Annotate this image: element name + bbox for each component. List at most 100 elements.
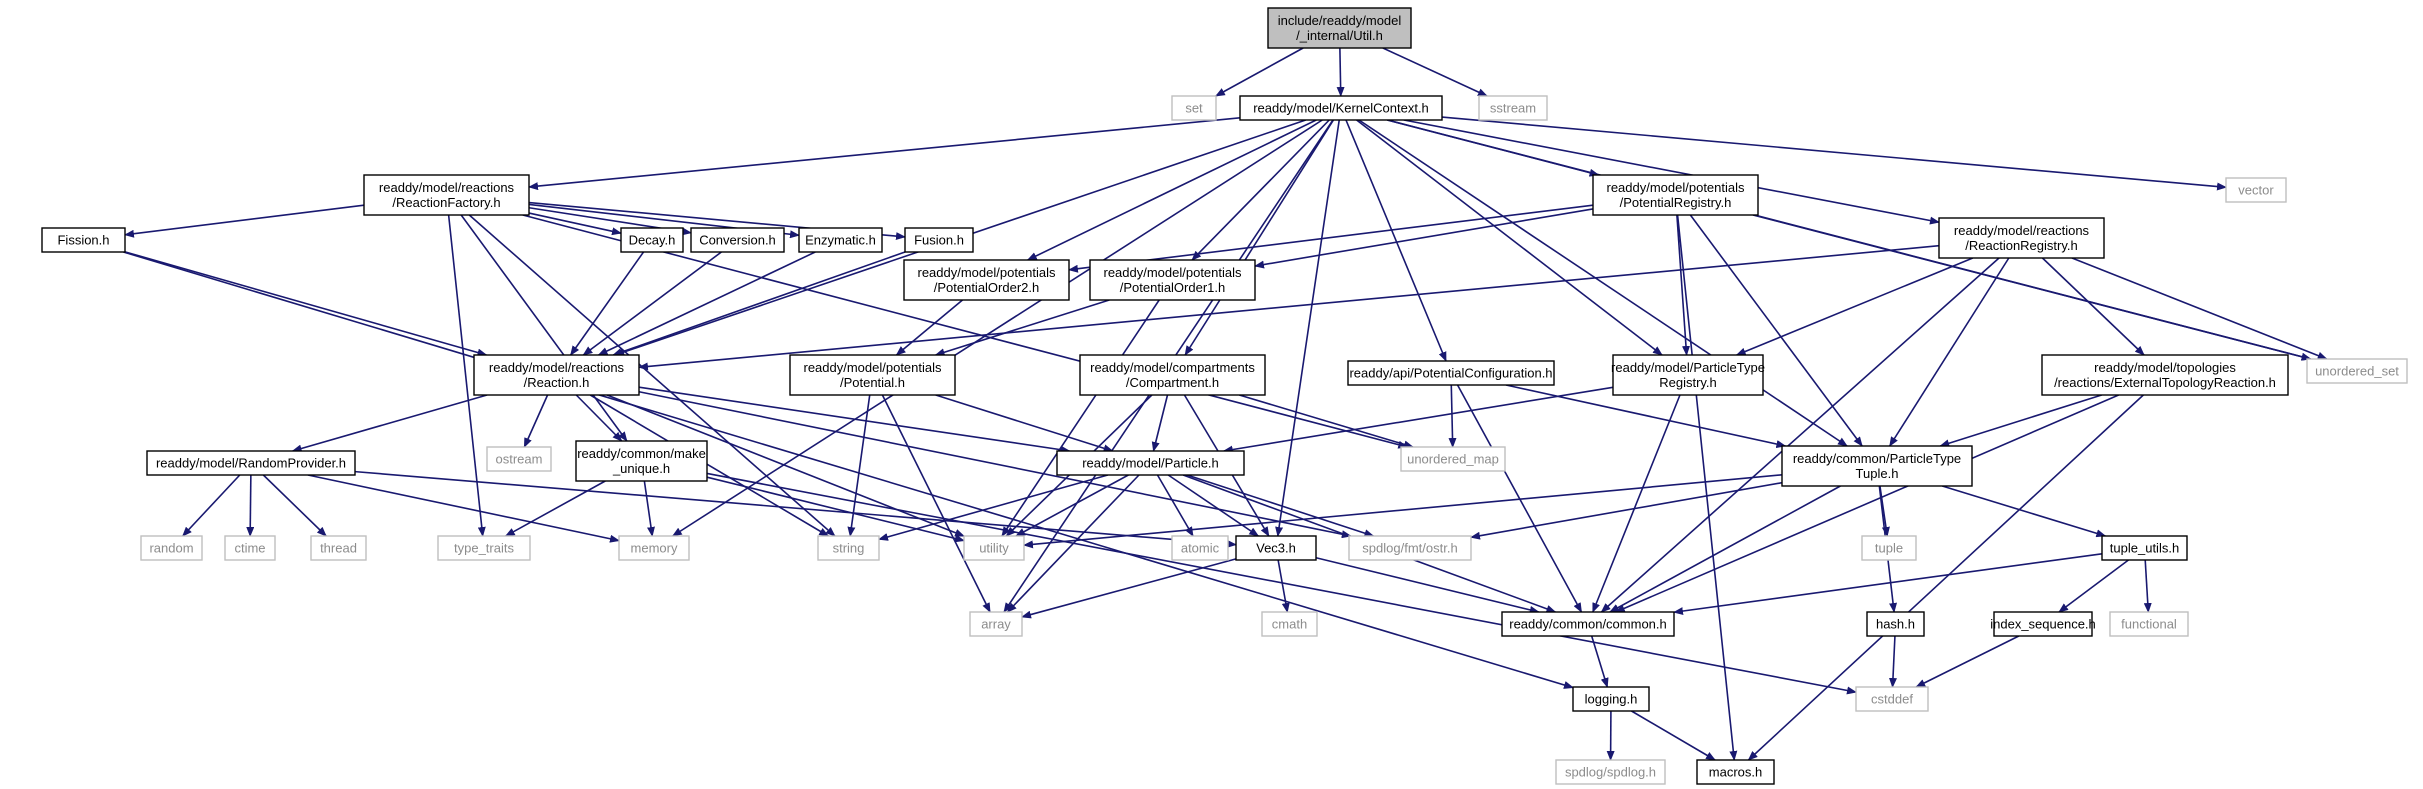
edge-potconf-to-umap	[1448, 384, 1457, 448]
edge-ptt-to-common	[1609, 485, 1841, 613]
edge-reaction-to-utility	[606, 394, 965, 537]
edge-kc-to-vector	[1441, 116, 2227, 191]
edge-kc-to-ptr	[1356, 119, 1663, 356]
node-label: array	[981, 617, 1011, 632]
edge-vec3-to-array	[1021, 558, 1237, 619]
edge-makeunique-to-utility	[706, 476, 965, 543]
node-set: set	[1171, 95, 1217, 121]
node-hash[interactable]: hash.h	[1866, 611, 1925, 637]
node-box	[1555, 759, 1666, 785]
node-label: readdy/model/reactions	[379, 180, 515, 195]
node-label: logging.h	[1585, 692, 1638, 707]
node-fission[interactable]: Fission.h	[41, 227, 126, 253]
edge-logging-to-macros	[1631, 710, 1716, 761]
node-common[interactable]: readdy/common/common.h	[1501, 611, 1675, 637]
node-etr[interactable]: readdy/model/topologies/reactions/Extern…	[2041, 354, 2289, 396]
node-utility: utility	[963, 535, 1025, 561]
node-box	[1861, 535, 1917, 561]
edge-fusion-to-reaction	[612, 251, 906, 356]
edge-pr-to-uset	[1752, 214, 2312, 361]
node-label: /PotentialRegistry.h	[1620, 195, 1732, 210]
edge-etr-to-common	[1614, 394, 2119, 613]
edge-kc-to-vec3	[1275, 119, 1341, 537]
node-potential[interactable]: readdy/model/potentials/Potential.h	[789, 354, 956, 396]
node-vec3[interactable]: Vec3.h	[1235, 535, 1317, 561]
node-rf[interactable]: readdy/model/reactions/ReactionFactory.h	[363, 174, 530, 216]
node-indexseq[interactable]: index_sequence.h	[1990, 611, 2096, 637]
node-box	[1235, 535, 1317, 561]
node-label: /Potential.h	[840, 375, 905, 390]
edge-common-to-logging	[1590, 635, 1609, 688]
node-label: readdy/api/PotentialConfiguration.h	[1349, 366, 1552, 381]
node-label: hash.h	[1876, 617, 1915, 632]
node-box	[690, 227, 785, 253]
node-label: tuple	[1875, 541, 1903, 556]
node-box	[904, 227, 974, 253]
node-box	[2306, 358, 2408, 384]
edge-makeunique-to-memory	[643, 480, 655, 537]
node-rr[interactable]: readdy/model/reactions/ReactionRegistry.…	[1938, 217, 2105, 259]
edge-util-to-kc	[1336, 47, 1345, 97]
node-compartment[interactable]: readdy/model/compartments/Compartment.h	[1079, 354, 1266, 396]
node-box	[224, 535, 276, 561]
node-box	[1993, 611, 2093, 637]
node-enzymatic[interactable]: Enzymatic.h	[798, 227, 883, 253]
node-decay[interactable]: Decay.h	[620, 227, 684, 253]
node-label: vector	[2238, 183, 2274, 198]
node-label: random	[149, 541, 193, 556]
edge-rr-to-etr	[2041, 257, 2145, 356]
edge-kc-to-po1	[1191, 119, 1330, 261]
edge-particle-to-vec3	[1167, 474, 1260, 537]
node-box	[473, 354, 640, 396]
edge-tupleutils-to-indexseq	[2058, 559, 2129, 613]
node-potconf[interactable]: readdy/api/PotentialConfiguration.h	[1347, 360, 1555, 386]
node-conversion[interactable]: Conversion.h	[690, 227, 785, 253]
edge-rf-to-fission	[124, 204, 365, 238]
edge-fission-to-reaction	[124, 251, 488, 357]
node-label: utility	[979, 541, 1009, 556]
edge-vec3-to-common	[1315, 556, 1540, 614]
node-label: /_internal/Util.h	[1296, 28, 1383, 43]
edge-reaction-to-string	[589, 394, 830, 537]
edges-layer	[123, 47, 2328, 761]
edge-kc-to-memory	[671, 119, 1323, 537]
edge-ptr-to-common	[1592, 394, 1681, 613]
edge-particle-to-ostr	[1186, 474, 1375, 537]
edge-ptt-to-utility	[1023, 474, 1783, 549]
node-label: readdy/model/ParticleType	[1611, 360, 1765, 375]
node-label: include/readdy/model	[1278, 13, 1402, 28]
edge-reaction-to-makeunique	[575, 394, 623, 442]
node-rprov[interactable]: readdy/model/RandomProvider.h	[146, 450, 356, 476]
edge-rprov-to-ctime	[246, 474, 255, 537]
node-makeunique[interactable]: readdy/common/make_unique.h	[575, 440, 708, 482]
node-label: Decay.h	[629, 233, 676, 248]
edge-tupleutils-to-common	[1673, 553, 2103, 616]
node-label: /PotentialOrder2.h	[934, 280, 1040, 295]
node-box	[2041, 354, 2289, 396]
node-fusion[interactable]: Fusion.h	[904, 227, 974, 253]
edge-po1-to-potential	[934, 299, 1110, 357]
edge-pr-to-po1	[1254, 208, 1594, 269]
edge-rf-to-string	[468, 214, 836, 537]
node-box	[798, 227, 883, 253]
node-particle[interactable]: readdy/model/Particle.h	[1056, 450, 1245, 476]
edge-rr-to-common	[1600, 257, 2000, 613]
node-po1[interactable]: readdy/model/potentials/PotentialOrder1.…	[1089, 259, 1256, 301]
edge-pr-to-ptt	[1689, 214, 1863, 447]
node-logging[interactable]: logging.h	[1572, 686, 1650, 712]
node-box	[146, 450, 356, 476]
node-tupleutils[interactable]: tuple_utils.h	[2101, 535, 2188, 561]
node-label: Fission.h	[57, 233, 109, 248]
node-label: readdy/common/ParticleType	[1793, 451, 1961, 466]
node-kc[interactable]: readdy/model/KernelContext.h	[1239, 95, 1443, 121]
node-pr[interactable]: readdy/model/potentials/PotentialRegistr…	[1592, 174, 1759, 216]
node-util[interactable]: include/readdy/model/_internal/Util.h	[1267, 7, 1412, 49]
node-reaction[interactable]: readdy/model/reactions/Reaction.h	[473, 354, 640, 396]
edge-rprov-to-random	[182, 474, 241, 537]
node-macros[interactable]: macros.h	[1696, 759, 1775, 785]
node-label: /reactions/ExternalTopologyReaction.h	[2054, 375, 2276, 390]
node-po2[interactable]: readdy/model/potentials/PotentialOrder2.…	[903, 259, 1070, 301]
edge-kc-to-ptt	[1358, 119, 1848, 447]
